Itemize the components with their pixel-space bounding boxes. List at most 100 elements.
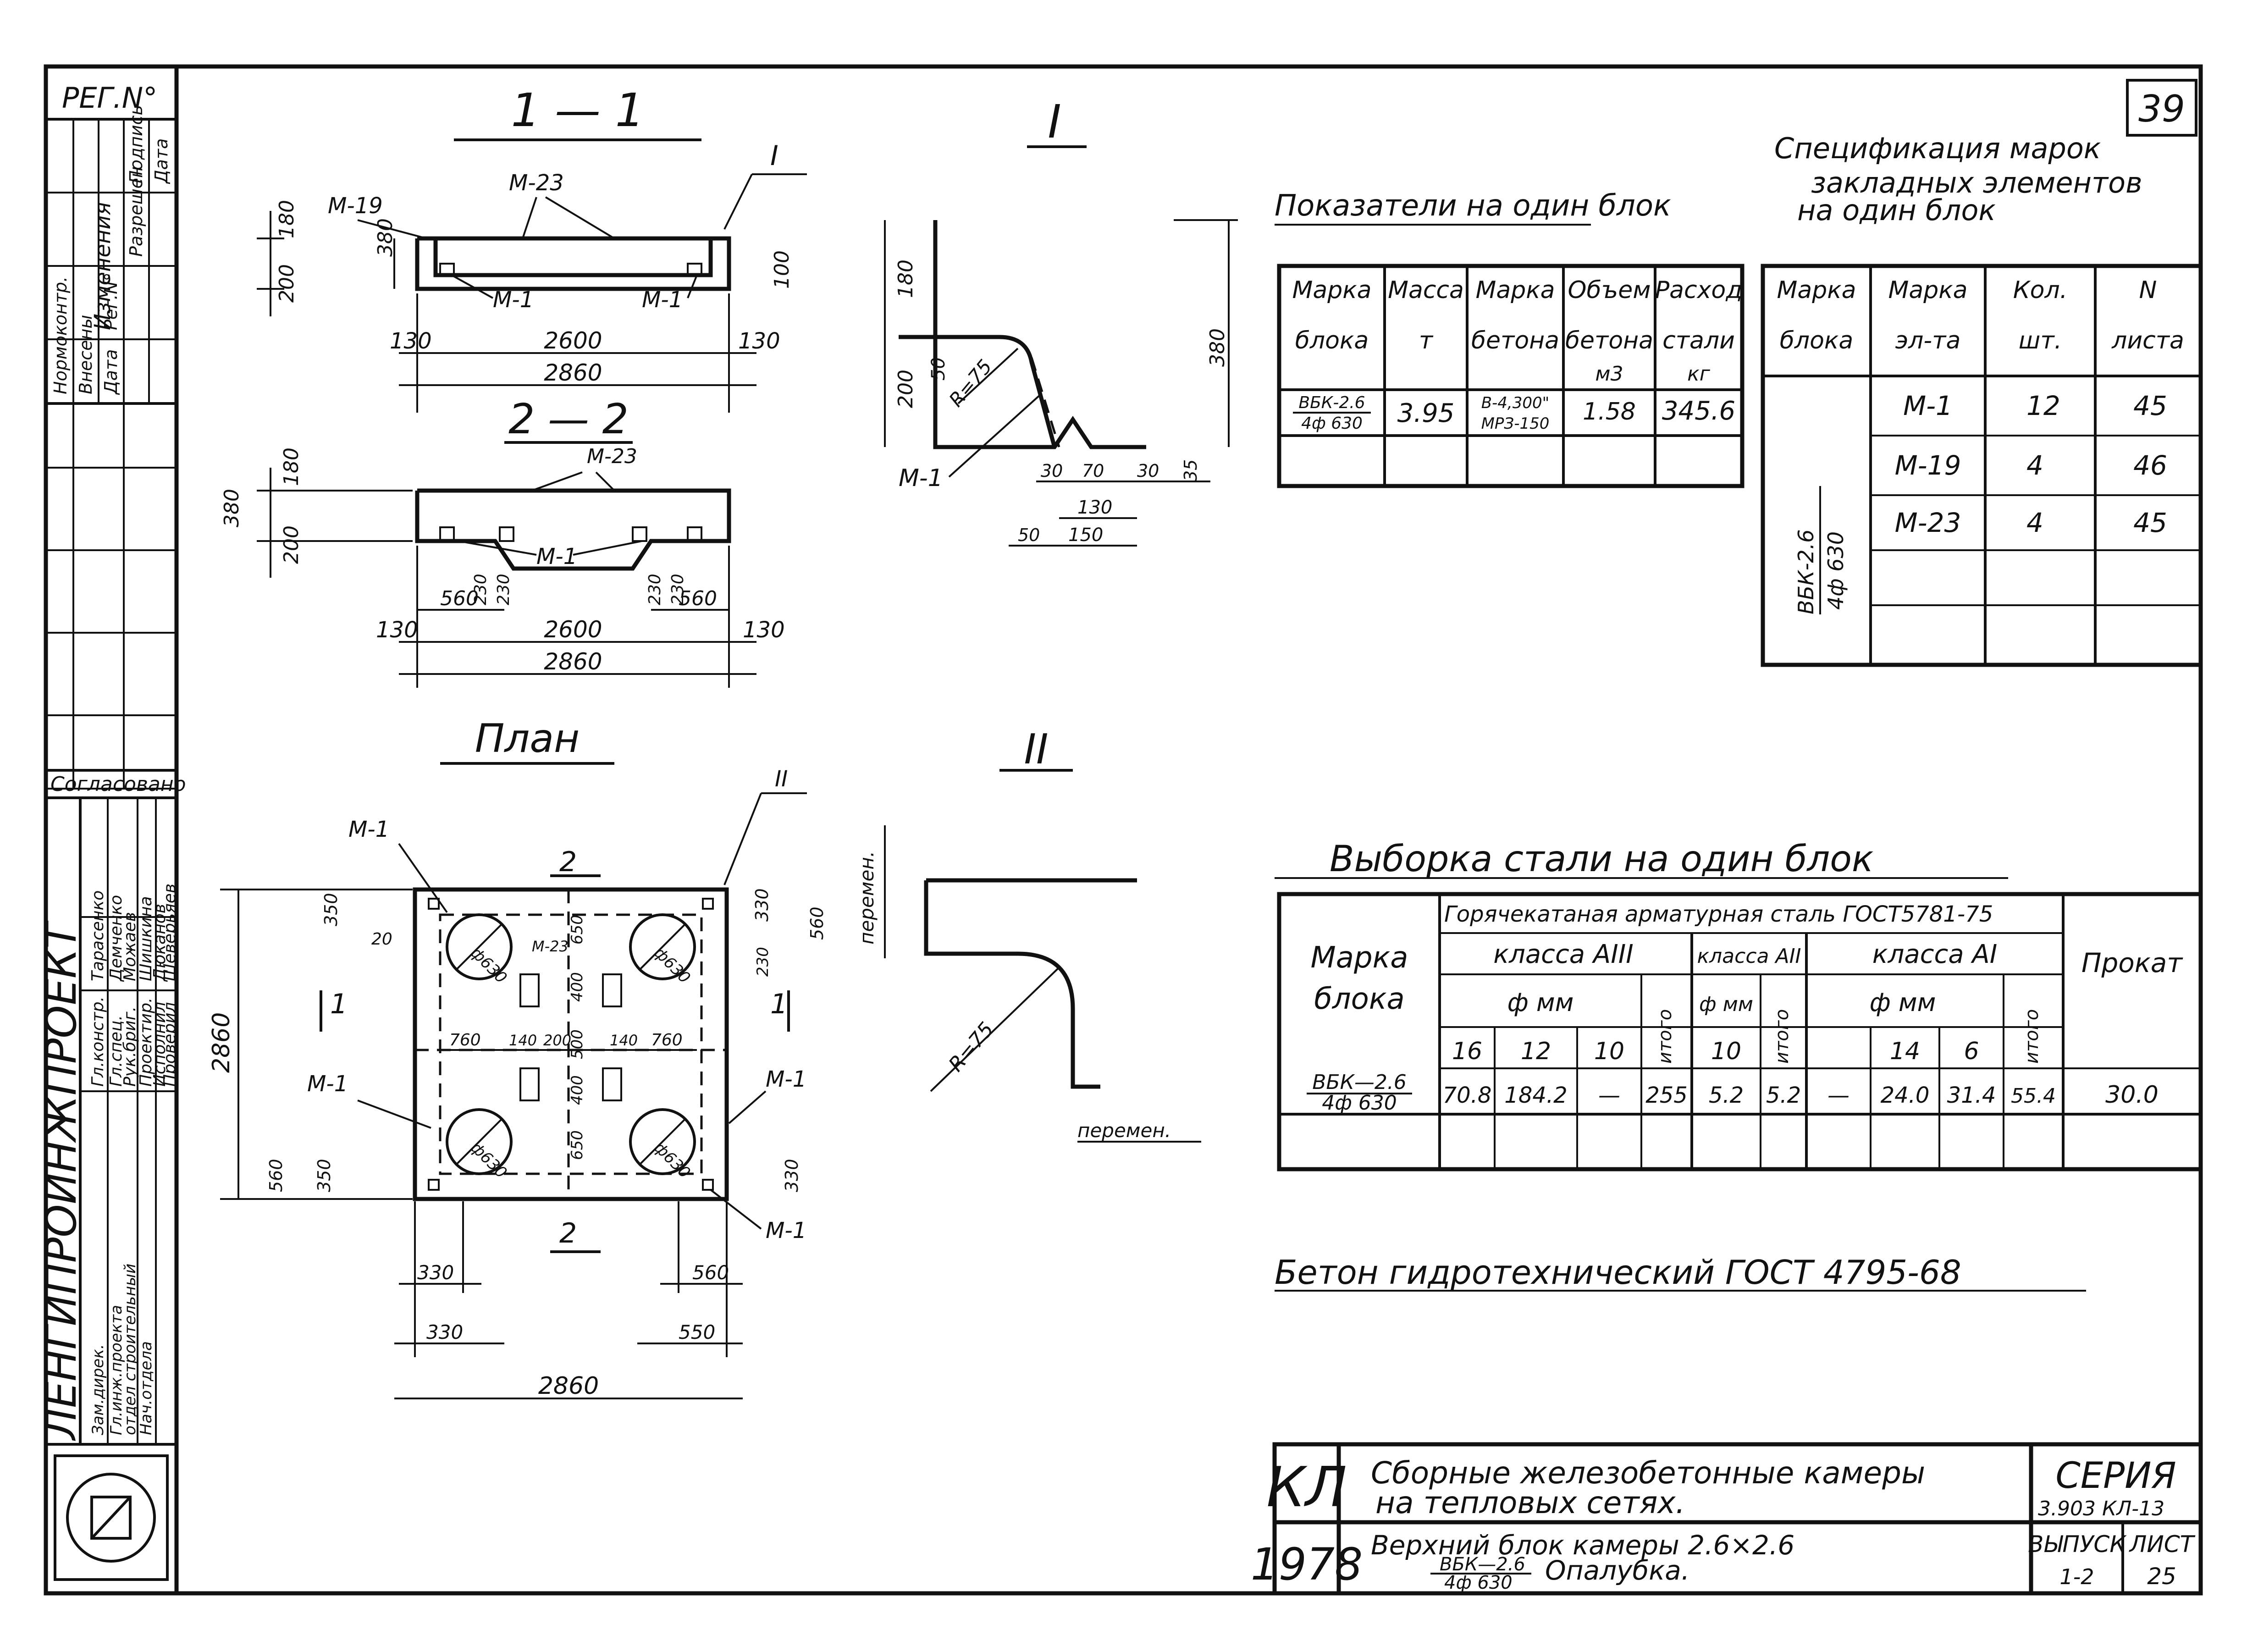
detail1-dim-70: 70	[1082, 461, 1104, 481]
ind-h-steel-2: стали	[1662, 327, 1735, 354]
spec-row1-sheet: 45	[2133, 390, 2167, 421]
indicators-table: Показатели на один блок Марка блока Масс…	[1275, 189, 1745, 488]
steel-class-a2: класса АII	[1697, 945, 1801, 968]
title-code: КЛ	[1266, 1456, 1347, 1519]
sec22-dim-2600: 2600	[544, 616, 602, 643]
plan-dim-550: 550	[679, 1321, 715, 1343]
stamp-name-6: Шеверьяев	[160, 884, 179, 981]
plan-dim-760a: 760	[449, 1031, 481, 1050]
steel-v-a3-total: 255	[1645, 1083, 1688, 1108]
plan-dim-560b: 560	[807, 906, 827, 940]
sec22-title: 2 — 2	[508, 395, 629, 443]
detail1-dim-130: 130	[1077, 497, 1112, 518]
plan-dim-20: 20	[371, 930, 392, 949]
ind-mark-bottom: 4ф 630	[1301, 414, 1363, 433]
detail1-radius: R=75	[944, 355, 996, 411]
stamp-col-normocontrol: Нормоконтр.	[50, 276, 71, 394]
steel-v-16: 70.8	[1443, 1083, 1492, 1108]
detail1-dim-200: 200	[894, 370, 917, 408]
spec-h-el-2: эл-та	[1895, 327, 1961, 354]
steel-v-a1-total: 55.4	[2011, 1084, 2056, 1108]
concrete-note: Бетон гидротехнический ГОСТ 4795-68	[1275, 1253, 1961, 1292]
plan-dim-400a: 400	[568, 972, 586, 1002]
spec-h-qty-2: шт.	[2019, 327, 2062, 354]
stamp-role-4: Проектир.	[137, 997, 155, 1087]
section-2-2: 2 — 2 М-23 М-1 380 180 200 230 230 230 2…	[220, 395, 785, 688]
subtitle-mark-bottom: 4ф 630	[1444, 1572, 1513, 1593]
sec22-dim-230d: 230	[668, 574, 687, 605]
steel-v-a1-blank: —	[1827, 1083, 1849, 1108]
plan-dim-140a: 140	[509, 1032, 537, 1049]
ind-mass: 3.95	[1397, 398, 1455, 428]
spec-h-sheet-1: N	[2139, 276, 2157, 304]
stamp-changes-title: Изменения	[90, 202, 116, 330]
spec-block-mark-top: ВБК-2.6	[1794, 529, 1818, 614]
sec11-dim-2600: 2600	[544, 327, 602, 354]
stamp-col-date: Дата	[101, 349, 121, 395]
plan-dim-650b: 650	[568, 1130, 586, 1160]
detail1-dim-30b: 30	[1137, 461, 1159, 481]
sec11-dim-130b: 130	[738, 328, 780, 354]
steel-v-14: 24.0	[1881, 1083, 1930, 1108]
title-line-1: Сборные железобетонные камеры	[1371, 1455, 1925, 1491]
steel-a1-total: итого	[2021, 1009, 2043, 1064]
stamp-left-role-4: отдел строительный	[121, 1264, 139, 1435]
sec22-label-m23: М-23	[587, 445, 637, 468]
plan-label-m23: М-23	[532, 938, 569, 955]
ind-concrete-bottom: МРЗ-150	[1481, 414, 1550, 433]
steel-a2-diam: ф мм	[1699, 993, 1753, 1016]
plan-dim-350b: 350	[314, 1159, 334, 1192]
spec-h-block-2: блока	[1780, 327, 1853, 354]
steel-d-6: 6	[1964, 1038, 1979, 1065]
plan-dim-2860-v: 2860	[208, 1012, 235, 1073]
sec11-title: 1 — 1	[511, 83, 645, 137]
detail1-dim-35: 35	[1181, 459, 1201, 481]
plan-callout-ii: II	[775, 766, 788, 792]
sec11-dim-200: 200	[275, 264, 298, 303]
spec-row3-qty: 4	[2026, 507, 2043, 538]
ind-h-concrete-1: Марка	[1475, 276, 1555, 304]
sec22-dim-230b: 230	[494, 574, 513, 605]
left-stamp: РЕГ.N° Изменения Нормоконтр. Внесены Дат…	[37, 81, 186, 1581]
plan-dim-2860-h: 2860	[538, 1372, 599, 1400]
title-year: 1978	[1251, 1539, 1363, 1590]
plan-cut-2-top: 2	[559, 846, 577, 878]
steel-class-a1: класса АI	[1872, 939, 1997, 969]
stamp-name-2: Демченко	[107, 895, 126, 982]
detail1-dim-150: 150	[1068, 525, 1103, 546]
section-1-1: 1 — 1 М-19 М-23 М-1 М-1 I 380 180 200 10…	[257, 83, 807, 413]
sec22-dim-130b: 130	[743, 617, 785, 643]
plan-dim-200: 200	[543, 1032, 571, 1049]
steel-row-mark-top: ВБК—2.6	[1312, 1071, 1407, 1094]
detail1-dim-180: 180	[894, 260, 917, 298]
steel-title: Выборка стали на один блок	[1330, 839, 1873, 880]
spec-h-qty-1: Кол.	[2013, 276, 2068, 304]
stamp-agreed: Согласовано	[50, 773, 186, 796]
spec-row2-sheet: 46	[2133, 450, 2167, 481]
issue-value: 1-2	[2059, 1564, 2094, 1589]
steel-v-a2: 5.2	[1709, 1083, 1744, 1108]
sec11-dim-130a: 130	[390, 328, 432, 354]
steel-v-12: 184.2	[1504, 1083, 1567, 1108]
stamp-org: ЛЕНГИПРОИНЖПРОЕКТ	[37, 920, 86, 1441]
plan-hole-3	[446, 1108, 513, 1175]
detail1-dim-30a: 30	[1041, 461, 1063, 481]
sec11-dim-180: 180	[275, 200, 298, 238]
plan-dim-650a: 650	[568, 915, 586, 945]
sec22-dim-2860: 2860	[544, 648, 602, 675]
steel-d-10: 10	[1594, 1038, 1624, 1065]
detail1-dim-50: 50	[928, 357, 949, 381]
plan-dim-330d: 560	[692, 1261, 729, 1284]
stamp-left-role-1: Зам.дирек.	[89, 1344, 107, 1435]
plan-dim-500: 500	[568, 1029, 586, 1059]
title-block: КЛ 1978 Сборные железобетонные камеры на…	[1251, 1442, 2203, 1596]
steel-row-mark-bottom: 4ф 630	[1322, 1091, 1397, 1115]
org-logo-ring	[66, 1473, 156, 1563]
sec11-label-m19: М-19	[328, 193, 383, 219]
sec22-dim-230a: 230	[471, 574, 490, 605]
ind-h-concrete-2: бетона	[1471, 327, 1559, 354]
sheet-number: 39	[2138, 88, 2185, 130]
detail2-title: II	[1024, 725, 1048, 774]
detail-ii: II перемен. R=75 перемен.	[856, 725, 1201, 1143]
